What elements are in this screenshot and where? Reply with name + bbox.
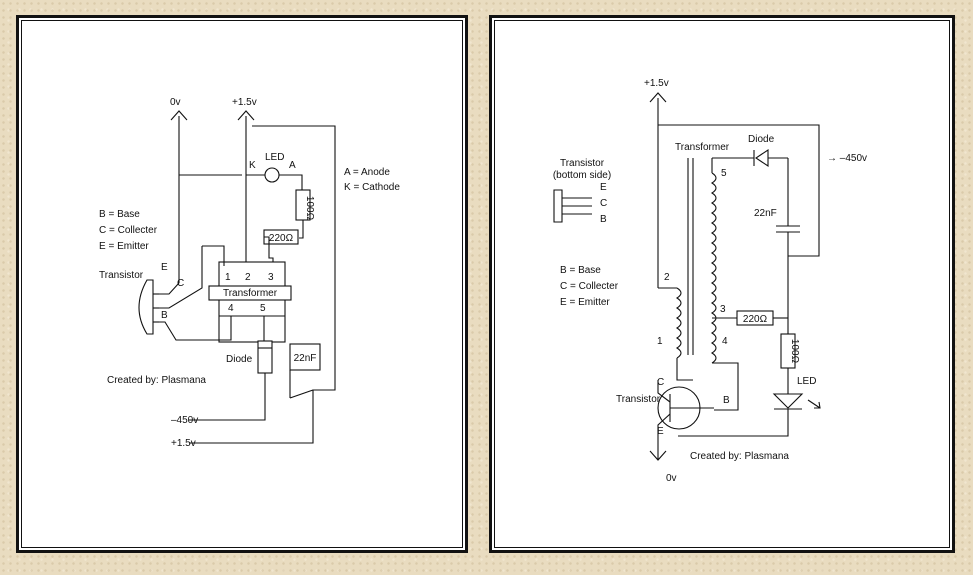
left-transformer-label: Transformer xyxy=(223,288,278,299)
left-resistor-220 xyxy=(263,229,299,268)
right-pinout-title-2: (bottom side) xyxy=(553,170,611,181)
right-label-0v: 0v xyxy=(666,473,677,484)
left-pin-b: B xyxy=(161,310,168,321)
right-transformer-core xyxy=(687,158,694,355)
left-pin-c: C xyxy=(177,278,184,289)
right-diode-label: Diode xyxy=(748,134,775,145)
left-tx-pin-1: 1 xyxy=(225,272,231,283)
right-resistor-100 xyxy=(780,333,796,394)
left-out-neg450: –450v xyxy=(171,415,198,426)
left-pin-e: E xyxy=(161,262,168,273)
left-label-plus15-top: +1.5v xyxy=(232,97,257,108)
left-key-emitter: E = Emitter xyxy=(99,241,149,252)
left-resistor-100 xyxy=(295,189,311,239)
right-credit: Created by: Plasmana xyxy=(690,451,789,462)
right-key-emitter: E = Emitter xyxy=(560,297,610,308)
left-diode-label: Diode xyxy=(226,354,253,365)
right-pin-2: 2 xyxy=(664,272,670,283)
right-pinout-e: E xyxy=(600,182,607,193)
left-wire-collector xyxy=(157,246,203,309)
left-schematic-panel: 0v +1.5v LED K A A = Anode K = Cathode 1… xyxy=(16,15,468,553)
right-key-base: B = Base xyxy=(560,265,601,276)
left-diode xyxy=(189,316,273,421)
right-r220-label: 220Ω xyxy=(743,314,768,325)
left-led xyxy=(246,167,303,190)
left-led-k: K xyxy=(249,160,256,171)
left-tx-pin-2: 2 xyxy=(245,272,251,283)
right-led xyxy=(678,393,821,437)
left-cathode-key: K = Cathode xyxy=(344,182,400,193)
right-rail-plus15 xyxy=(649,92,820,288)
right-pin-5: 5 xyxy=(721,168,727,179)
left-tx-pin-4: 4 xyxy=(228,303,234,314)
right-r100-label: 100Ω xyxy=(789,339,800,364)
right-capacitor xyxy=(776,158,800,334)
right-pin-1: 1 xyxy=(657,336,663,347)
right-transistor xyxy=(649,380,714,461)
right-resistor-220 xyxy=(736,310,788,326)
right-trans-c: C xyxy=(657,377,664,388)
left-wire-base xyxy=(157,316,232,341)
right-diode xyxy=(711,148,788,168)
left-out-plus15: +1.5v xyxy=(171,438,196,449)
left-transistor-label: Transistor xyxy=(99,270,144,281)
left-key-collector: C = Collecter xyxy=(99,225,158,236)
right-pin-3: 3 xyxy=(720,304,726,315)
left-transistor xyxy=(138,279,159,335)
right-transistor-pinout xyxy=(553,189,592,223)
right-out-neg450: → –450v xyxy=(827,153,867,164)
right-label-plus15: +1.5v xyxy=(644,78,669,89)
right-schematic: +1.5v Diode → –450v Transformer 2 xyxy=(553,78,867,484)
left-transformer xyxy=(208,261,292,343)
right-pinout-c: C xyxy=(600,198,607,209)
left-rail-plus15 xyxy=(189,110,336,444)
left-capacitor xyxy=(289,343,321,399)
left-tx-pin-3: 3 xyxy=(268,272,274,283)
right-cap-label: 22nF xyxy=(754,208,777,219)
right-secondary-winding xyxy=(710,168,739,411)
left-tx-pin-5: 5 xyxy=(260,303,266,314)
right-transformer-label: Transformer xyxy=(675,142,730,153)
left-wire-pin1 xyxy=(202,245,225,266)
right-primary-winding xyxy=(658,287,693,381)
left-schematic: 0v +1.5v LED K A A = Anode K = Cathode 1… xyxy=(99,97,400,449)
right-key-collector: C = Collecter xyxy=(560,281,619,292)
left-anode-key: A = Anode xyxy=(344,167,390,178)
left-cap-label: 22nF xyxy=(294,353,317,364)
left-r100-label: 100Ω xyxy=(304,196,315,221)
right-transistor-label: Transistor xyxy=(616,394,661,405)
left-led-a: A xyxy=(289,160,296,171)
left-rail-0v xyxy=(157,110,242,295)
right-schematic-panel: +1.5v Diode → –450v Transformer 2 xyxy=(489,15,955,553)
right-pin-4: 4 xyxy=(722,336,728,347)
left-key-base: B = Base xyxy=(99,209,140,220)
left-r220-label: 220Ω xyxy=(269,233,294,244)
right-pinout-b: B xyxy=(600,214,607,225)
right-pinout-title-1: Transistor xyxy=(560,158,605,169)
right-led-label: LED xyxy=(797,376,816,387)
right-trans-e: E xyxy=(657,426,664,437)
left-label-0v: 0v xyxy=(170,97,181,108)
left-credit: Created by: Plasmana xyxy=(107,375,206,386)
left-led-label: LED xyxy=(265,152,284,163)
right-trans-b: B xyxy=(723,395,730,406)
